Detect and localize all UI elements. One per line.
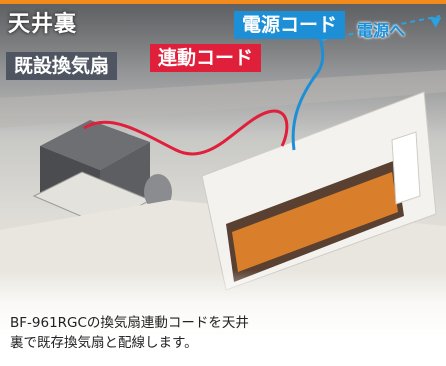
existing-fan-unit	[32, 120, 172, 227]
bathroom-heater-unit	[201, 91, 437, 291]
fan-box-top	[40, 120, 150, 170]
heater-control-panel	[391, 131, 421, 205]
bottom-fade	[0, 270, 446, 366]
power-cord-label: 電源コード	[234, 11, 346, 39]
interlock-cord-label: 連動コード	[150, 44, 262, 72]
heater-glow	[232, 172, 398, 272]
existing-fan-label: 既設換気扇	[6, 52, 118, 80]
interlock-cord-line	[83, 109, 289, 156]
caption-line-1: BF-961RGCの換気扇連動コードを天井	[10, 315, 249, 331]
caption-text: BF-961RGCの換気扇連動コードを天井 裏で既存換気扇と配線します。	[10, 313, 436, 353]
ceiling-board	[0, 70, 446, 128]
power-cord-line	[291, 37, 325, 151]
power-destination-label: 電源へ	[357, 21, 406, 40]
accent-top-bar	[0, 0, 446, 4]
ceiling-label: 天井裏	[8, 12, 78, 37]
caption-line-2: 裏で既存換気扇と配線します。	[10, 335, 198, 351]
